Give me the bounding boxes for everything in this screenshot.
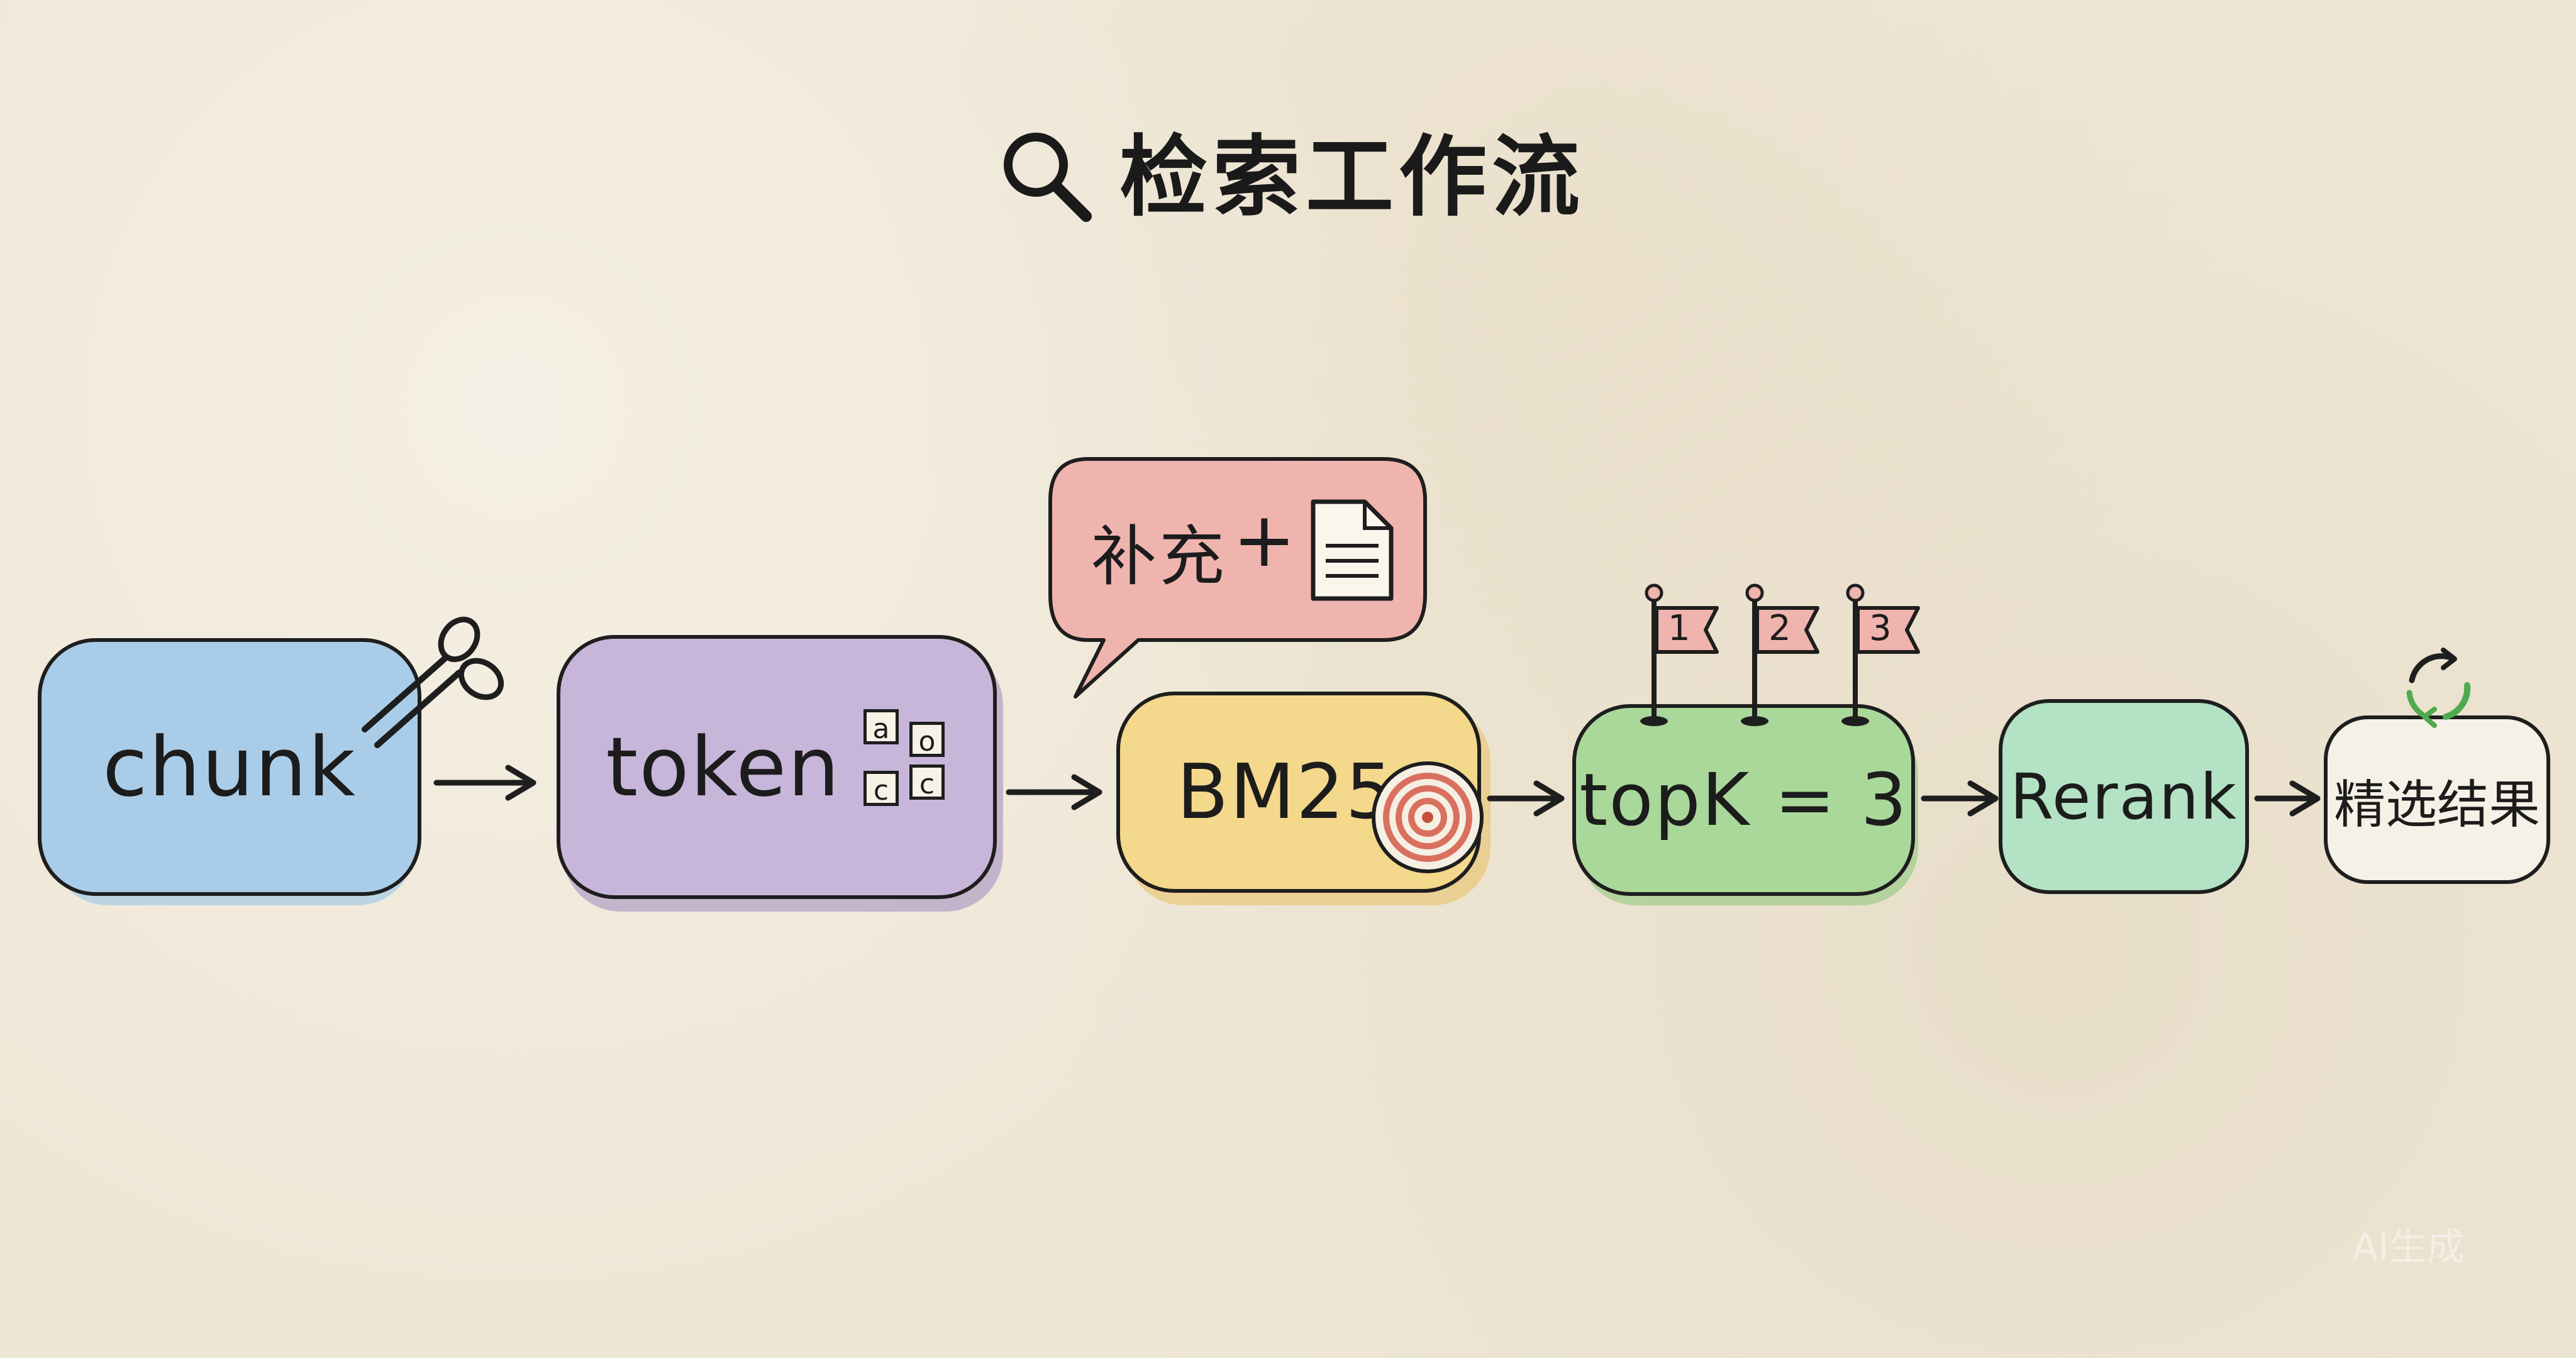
callout-plus: +	[1233, 497, 1296, 584]
arrow-topk-to-rerank	[1921, 780, 1999, 817]
flag-3	[1836, 582, 1931, 732]
target-icon	[1368, 758, 1487, 877]
node-result-label: 精选结果	[2333, 775, 2540, 835]
scissors-icon	[352, 613, 504, 758]
node-chunk-label: chunk	[103, 719, 357, 815]
document-icon	[1308, 497, 1396, 604]
arrow-chunk-to-token	[433, 765, 536, 801]
watermark: AI生成	[2352, 1225, 2465, 1269]
diagram-title: 检索工作流	[1119, 126, 1585, 229]
flag-2-number: 2	[1768, 608, 1791, 649]
letter-tiles-icon: a o c c	[860, 709, 955, 816]
node-topk-label: topK = 3	[1579, 758, 1908, 842]
title-search-icon	[997, 126, 1097, 226]
node-rerank: Rerank	[1999, 699, 2249, 894]
node-chunk: chunk	[38, 638, 421, 896]
node-result: 精选结果	[2324, 715, 2550, 884]
arrow-rerank-to-result	[2254, 780, 2321, 817]
letter-tile: c	[909, 765, 945, 800]
node-bm25-label: BM25	[1177, 748, 1395, 836]
arrow-bm25-to-topk	[1487, 780, 1565, 817]
flag-3-number: 3	[1869, 608, 1892, 649]
node-topk: topK = 3	[1572, 704, 1915, 896]
letter-tile: a	[863, 709, 899, 745]
refresh-cycle-icon	[2393, 641, 2487, 736]
node-token-label: token	[606, 719, 841, 815]
flags-icon: 1 2 3	[1635, 582, 1931, 732]
flag-1-number: 1	[1668, 608, 1690, 649]
letter-tile: c	[863, 771, 899, 807]
callout-label: 补充	[1091, 518, 1228, 595]
node-rerank-label: Rerank	[2009, 759, 2238, 834]
arrow-token-to-bm25	[1006, 774, 1102, 810]
letter-tile: o	[909, 722, 945, 758]
flag-1	[1635, 582, 1729, 732]
flag-2	[1736, 582, 1830, 732]
